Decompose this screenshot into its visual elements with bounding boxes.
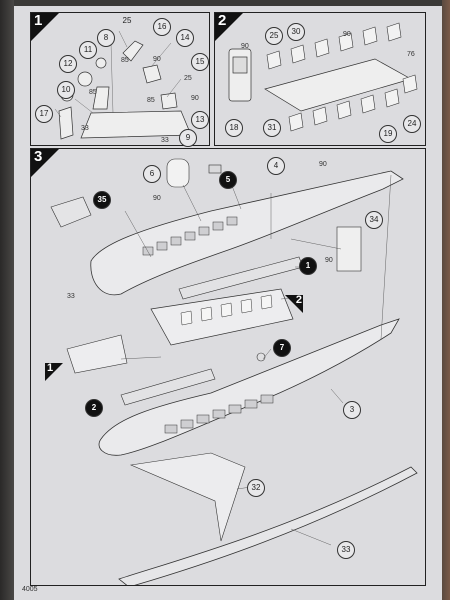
- label-76: 76: [407, 51, 415, 58]
- callout-17: 17: [35, 105, 53, 123]
- callout-34: 34: [365, 211, 383, 229]
- callout-2-b: 2: [85, 399, 103, 417]
- callout-24: 24: [403, 115, 421, 133]
- step-3-tag: [31, 149, 59, 177]
- callout-33: 33: [337, 541, 355, 559]
- label-33-a: 33: [81, 125, 89, 132]
- step-2-number: 2: [218, 12, 227, 29]
- callout-19: 19: [379, 125, 397, 143]
- callout-30: 30: [287, 23, 305, 41]
- callout-5: 5: [219, 171, 237, 189]
- callout-2-flag-top-label: 2: [295, 294, 302, 306]
- label-25: 25: [184, 75, 192, 82]
- callout-31: 31: [263, 119, 281, 137]
- callout-1-a: 1: [299, 257, 317, 275]
- label-85-a: 85: [121, 57, 129, 64]
- step-1-panel: 1 25 16 8 14 11 12 85 90 10 85 15 25 85 …: [30, 12, 210, 147]
- callout-8: 8: [97, 29, 115, 47]
- callout-13: 13: [191, 111, 209, 129]
- page-code: 4005: [22, 586, 38, 593]
- binding-edge: [0, 0, 14, 600]
- label-90-f: 90: [153, 195, 161, 202]
- callout-16: 16: [153, 18, 171, 36]
- step-3-number: 3: [34, 148, 43, 165]
- step-2-panel: 2 25 30 90 90 76 18 31 19 24: [214, 12, 426, 146]
- callout-1-flag: 1: [45, 362, 63, 381]
- callout-1-flag-label: 1: [47, 362, 54, 374]
- label-90-b: 90: [191, 95, 199, 102]
- callout-11: 11: [79, 41, 97, 59]
- callout-7: 7: [273, 339, 291, 357]
- step-3-drawing: [50, 158, 418, 585]
- callout-35: 35: [93, 191, 111, 209]
- step-2-tag: [215, 13, 243, 41]
- step-1-number: 1: [34, 12, 43, 29]
- table-edge: [442, 0, 450, 600]
- label-90-g: 90: [325, 257, 333, 264]
- label-90-a: 90: [153, 56, 161, 63]
- callout-25: 25: [122, 16, 132, 25]
- label-90-e: 90: [319, 161, 327, 168]
- label-90-c: 90: [343, 31, 351, 38]
- step-2-drawing: [228, 22, 418, 132]
- step-3-panel: 3: [30, 148, 426, 586]
- label-85-b: 85: [89, 89, 97, 96]
- label-85-c: 85: [147, 97, 155, 104]
- callout-18: 18: [225, 119, 243, 137]
- callout-3: 3: [343, 401, 361, 419]
- label-33-b: 33: [161, 137, 169, 144]
- label-33-c: 33: [67, 293, 75, 300]
- callout-2-flag-top: 2: [285, 294, 303, 313]
- callout-32: 32: [247, 479, 265, 497]
- callout-12: 12: [59, 55, 77, 73]
- callout-6: 6: [143, 165, 161, 183]
- callout-14: 14: [176, 29, 194, 47]
- label-90-d: 90: [241, 43, 249, 50]
- step-1-tag: [31, 13, 59, 41]
- callout-4: 4: [267, 157, 285, 175]
- callout-9: 9: [179, 129, 197, 147]
- callout-10: 10: [57, 81, 75, 99]
- callout-25-b: 25: [265, 27, 283, 45]
- callout-15: 15: [191, 53, 209, 71]
